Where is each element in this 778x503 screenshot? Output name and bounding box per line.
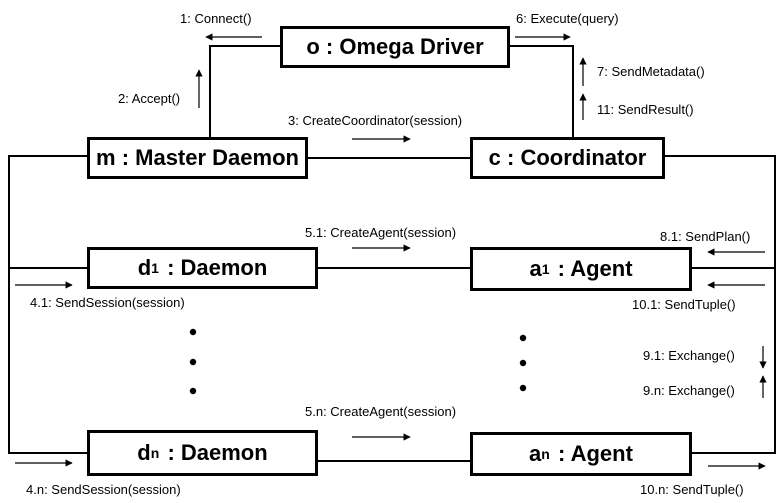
- daemon-1-type: : Daemon: [167, 255, 268, 280]
- agent-n-name: a: [529, 441, 542, 466]
- msg-send-tuple-1: 10.1: SendTuple(): [632, 297, 736, 312]
- msg-connect: 1: Connect(): [180, 11, 252, 26]
- agent-1-subscript: 1: [541, 261, 550, 277]
- daemon-1-subscript: 1: [151, 260, 159, 276]
- daemon-n-subscript: n: [150, 445, 160, 461]
- msg-accept: 2: Accept(): [118, 91, 181, 106]
- ellipsis-dot: [519, 334, 527, 342]
- msg-send-metadata: 7: SendMetadata(): [597, 64, 705, 79]
- msg-execute: 6: Execute(query): [516, 11, 619, 26]
- agent-n-subscript: n: [541, 446, 550, 462]
- msg-create-coordinator: 3: CreateCoordinator(session): [288, 113, 463, 128]
- agent-1-name: a: [529, 256, 542, 281]
- omega-driver-label: o : Omega Driver: [306, 34, 484, 59]
- link-omega-master: [209, 45, 280, 137]
- ellipsis-dot: [189, 358, 197, 366]
- msg-send-result: 11: SendResult(): [597, 102, 694, 117]
- coordinator-label: c : Coordinator: [488, 145, 647, 170]
- msg-send-session-n: 4.n: SendSession(session): [26, 482, 181, 497]
- msg-create-agent-n: 5.n: CreateAgent(session): [305, 404, 457, 419]
- msg-create-agent-1: 5.1: CreateAgent(session): [305, 225, 457, 240]
- msg-exchange-1: 9.1: Exchange(): [643, 348, 735, 363]
- msg-send-tuple-n: 10.n: SendTuple(): [640, 482, 744, 497]
- coordinator-box: c : Coordinator: [470, 137, 665, 179]
- link-coordinator-right-bus: [665, 155, 776, 454]
- master-daemon-label: m : Master Daemon: [96, 145, 299, 170]
- daemon-n-type: : Daemon: [167, 440, 268, 465]
- daemon-n-name: d: [137, 440, 151, 465]
- link-omega-coordinator: [510, 45, 574, 137]
- msg-exchange-n: 9.n: Exchange(): [643, 383, 735, 398]
- ellipsis-dot: [519, 359, 527, 367]
- msg-send-session-1: 4.1: SendSession(session): [30, 295, 185, 310]
- omega-driver-box: o : Omega Driver: [280, 26, 510, 68]
- msg-send-plan: 8.1: SendPlan(): [660, 229, 751, 244]
- agent-1-type: : Agent: [557, 256, 633, 281]
- ellipsis-dot: [519, 384, 527, 392]
- link-master-left-bus: [8, 155, 87, 454]
- master-daemon-box: m : Master Daemon: [87, 137, 308, 179]
- daemon-1-name: d: [137, 255, 152, 280]
- ellipsis-dot: [189, 387, 197, 395]
- agent-n-type: : Agent: [557, 441, 633, 466]
- ellipsis-dot: [189, 328, 197, 336]
